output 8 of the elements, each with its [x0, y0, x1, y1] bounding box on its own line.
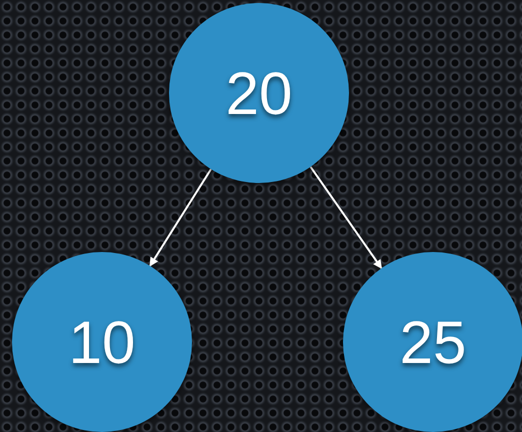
- tree-node-circle: [169, 3, 349, 183]
- node-value: 20: [226, 58, 292, 128]
- node-value: 10: [68, 308, 136, 376]
- tree-node-circle: [343, 252, 522, 432]
- arrow: [149, 168, 212, 267]
- node-value: 25: [400, 308, 466, 376]
- arrow: [310, 166, 382, 269]
- tree-node-circle: [12, 252, 192, 432]
